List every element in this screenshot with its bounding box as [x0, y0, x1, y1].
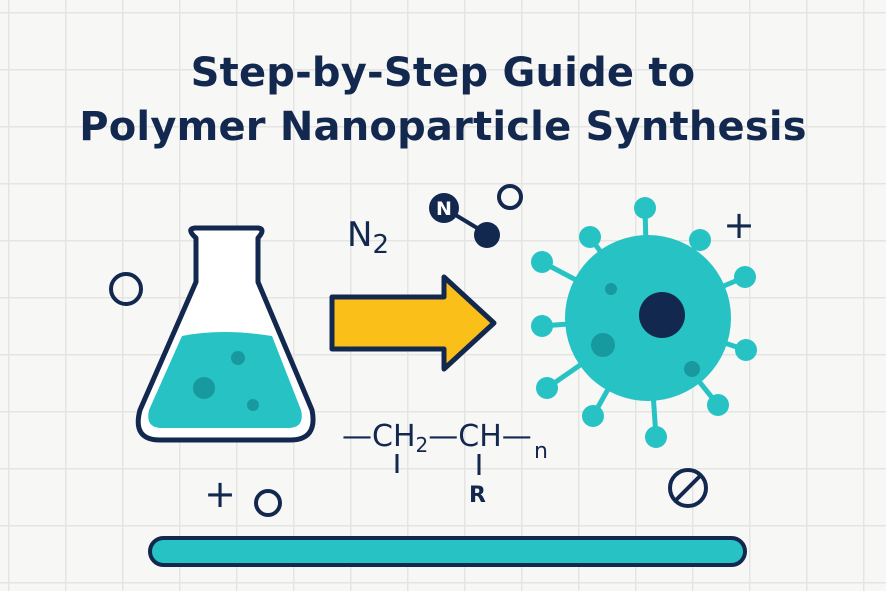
circle-icon	[254, 489, 282, 517]
polymer-side-group: R	[469, 483, 486, 508]
plus-icon: +	[723, 203, 755, 247]
polymer-ch: CH	[458, 419, 502, 454]
arrow-right-icon	[329, 274, 497, 372]
bottom-bar	[148, 536, 747, 567]
polymer-left-bond: —	[342, 419, 372, 454]
polymer-repeat-n: n	[534, 439, 548, 464]
polymer-formula: —CH2—CH— n R	[342, 419, 548, 508]
molecule-icon: N	[429, 184, 523, 248]
molecule-atom-label: N	[436, 198, 452, 220]
gas-formula-main: N	[347, 215, 372, 255]
circle-icon	[109, 272, 143, 306]
no-symbol-icon	[668, 468, 708, 508]
polymer-right-bond: —	[502, 419, 532, 454]
polymer-ch2: CH	[372, 419, 416, 454]
svg-text:N2: N2	[347, 215, 389, 260]
nanoparticle-icon	[531, 197, 757, 448]
polymer-middle-bond: —	[428, 419, 458, 454]
plus-icon: +	[204, 472, 236, 516]
gas-formula-subscript: 2	[372, 230, 389, 260]
svg-text:—CH2—CH—: —CH2—CH—	[342, 419, 532, 457]
title-line-2: Polymer Nanoparticle Synthesis	[79, 104, 807, 150]
flask-icon	[135, 225, 316, 443]
polymer-ch2-subscript: 2	[416, 433, 429, 457]
title-line-1: Step-by-Step Guide to	[190, 50, 696, 96]
